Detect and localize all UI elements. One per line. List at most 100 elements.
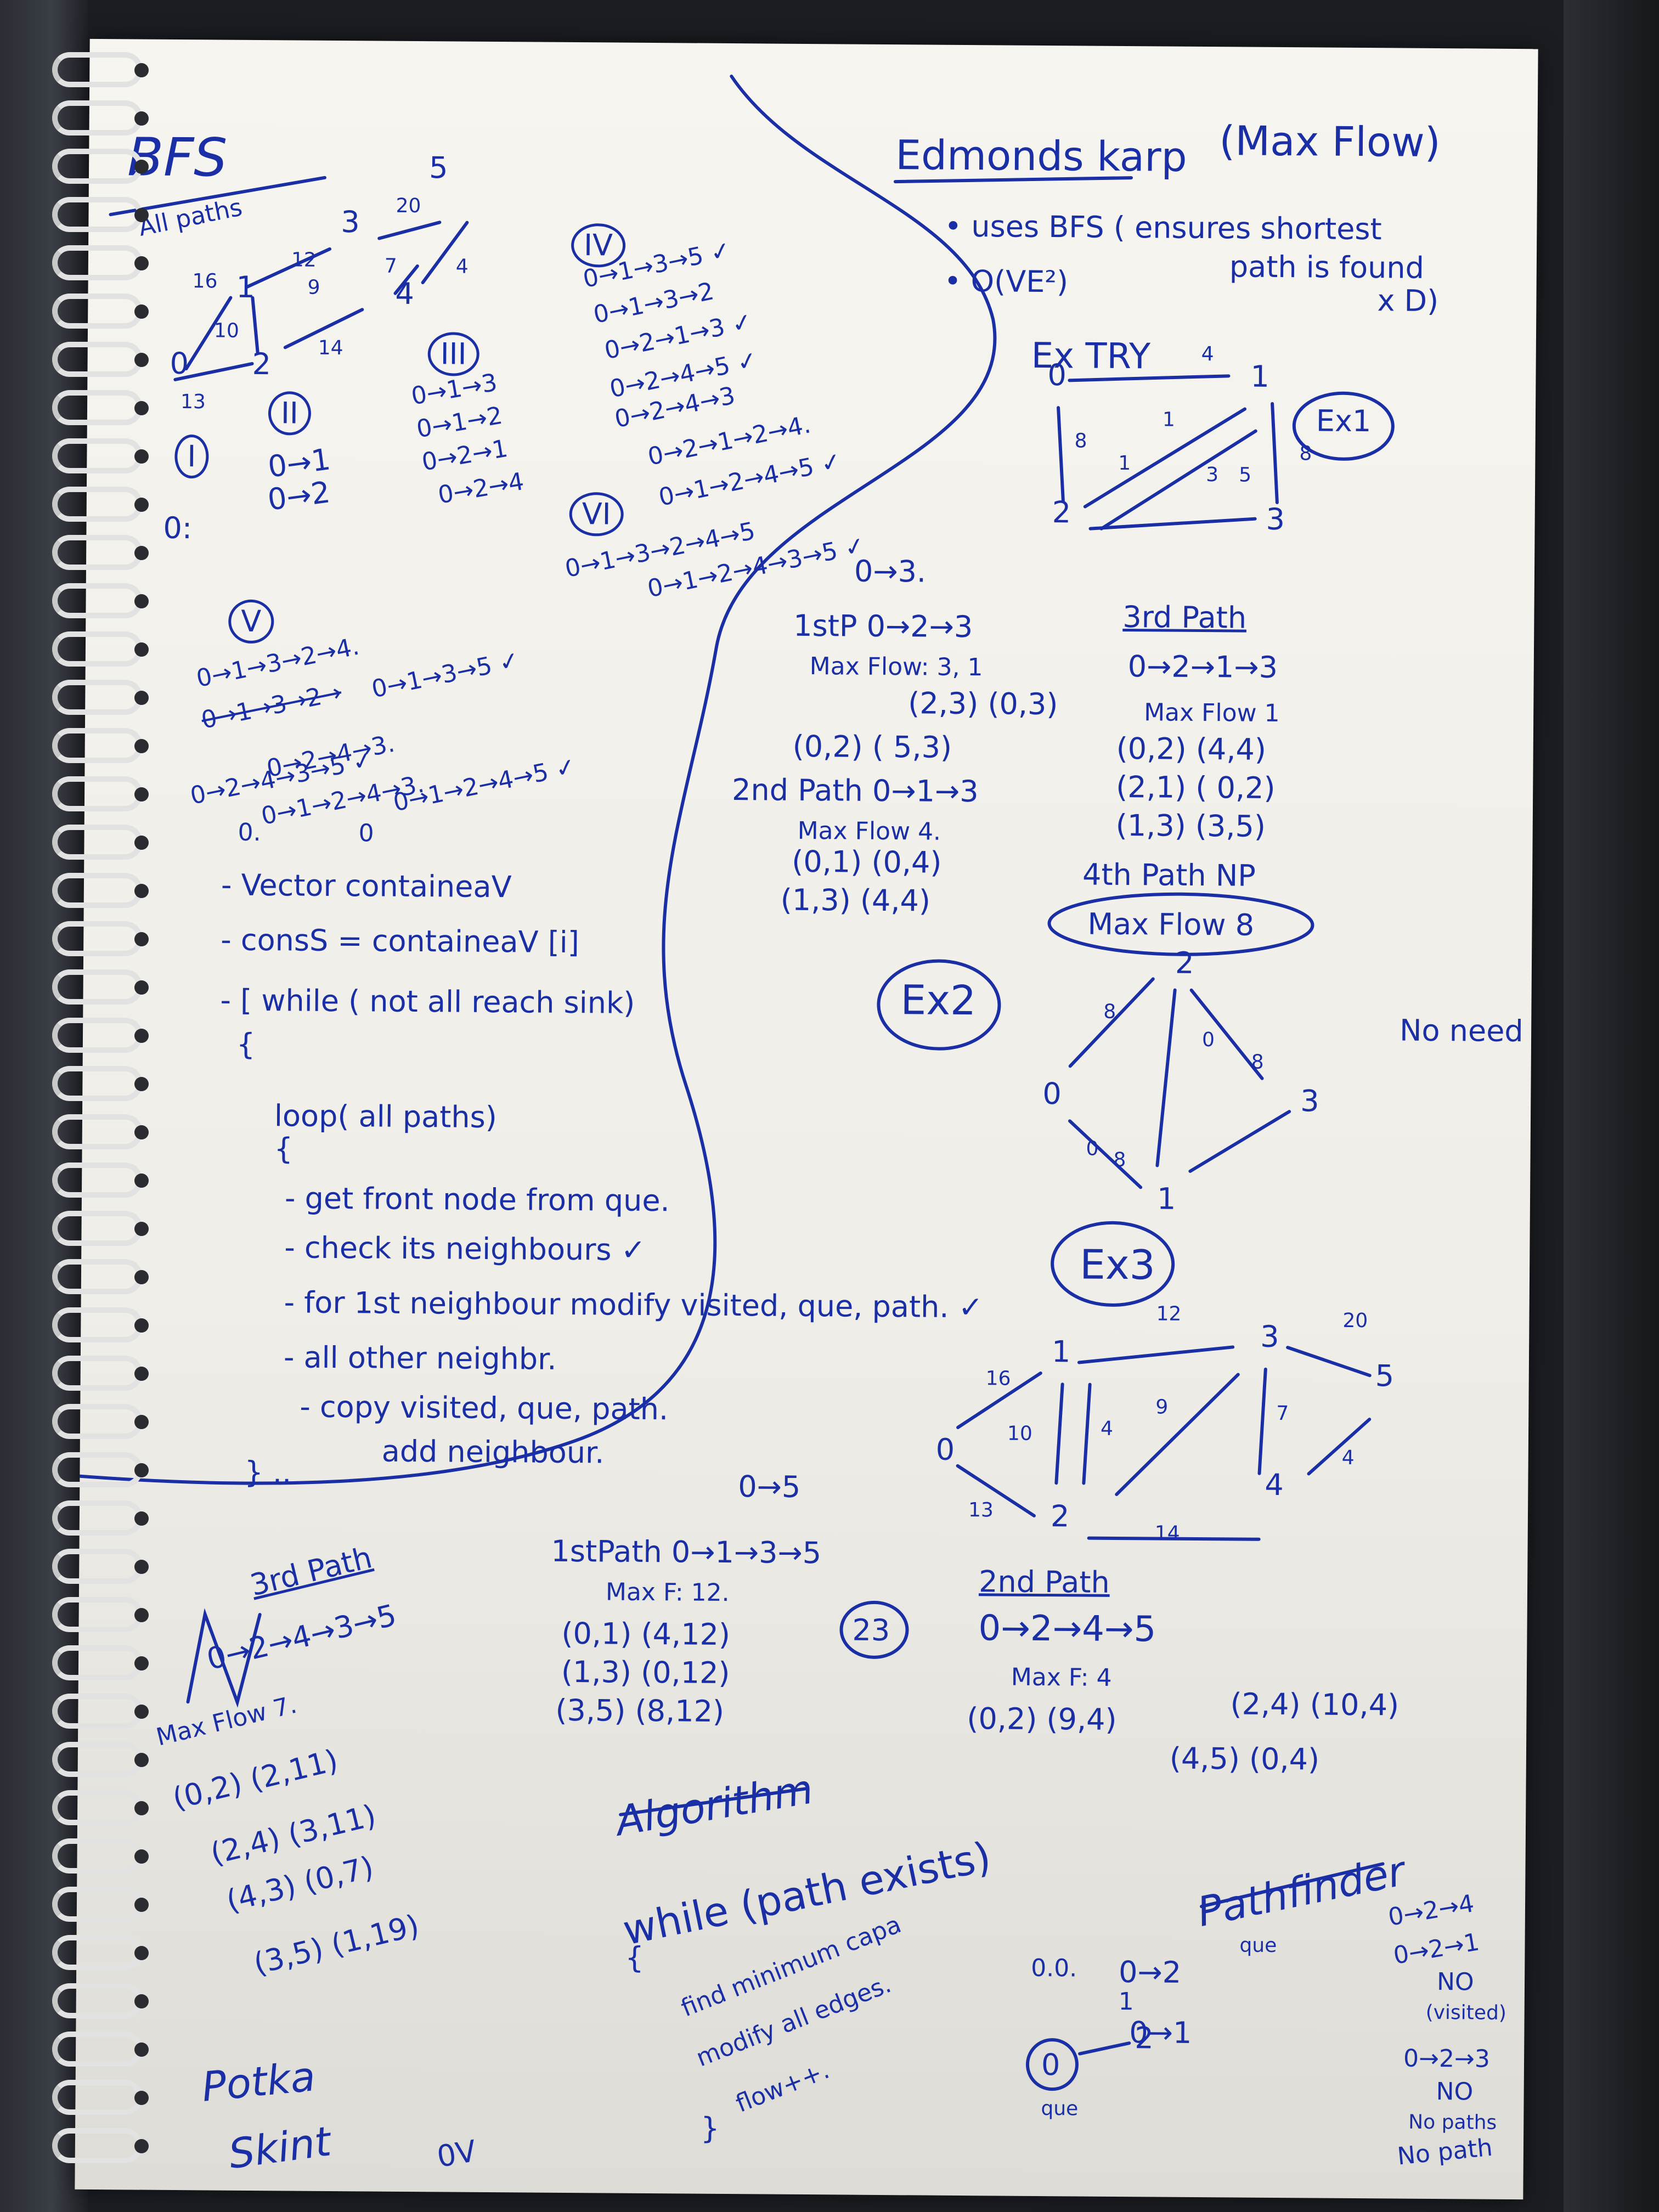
ex1-head: 0→3. bbox=[854, 554, 927, 589]
pf-line-3: NO bbox=[1436, 1968, 1474, 1996]
lg-w-10: 10 bbox=[213, 319, 239, 342]
p3-c: (1,3) (3,5) bbox=[1115, 808, 1266, 844]
ex3-w-9: 9 bbox=[1155, 1396, 1169, 1419]
binding-hole bbox=[134, 1029, 149, 1043]
lg-node-5: 5 bbox=[428, 150, 448, 185]
case-i-label: I bbox=[174, 434, 209, 479]
ex3-edge-2-1 bbox=[1082, 1383, 1092, 1485]
ex1-edge-1-2 bbox=[1099, 429, 1257, 531]
ex1-label: Ex1 bbox=[1316, 403, 1372, 439]
ex1-circle bbox=[1292, 391, 1395, 461]
ex3-w-13: 13 bbox=[968, 1499, 994, 1522]
spiral-ring bbox=[52, 1887, 143, 1922]
binding-hole bbox=[134, 449, 149, 464]
second-path-max: Max F: 4 bbox=[1011, 1663, 1112, 1692]
ex3-edge-0-2 bbox=[956, 1464, 1036, 1517]
spiral-ring bbox=[52, 1983, 143, 2018]
binding-hole bbox=[134, 498, 149, 512]
binding-hole bbox=[134, 208, 149, 222]
ex1-w-6: 8 bbox=[1299, 442, 1312, 465]
p2-max: Max Flow 4. bbox=[797, 816, 941, 846]
ex1-w-1: 8 bbox=[1074, 430, 1087, 453]
spiral-ring bbox=[52, 1500, 143, 1536]
binding-hole bbox=[134, 1898, 149, 1912]
first-c: (3,5) (8,12) bbox=[555, 1692, 725, 1729]
binding-hole bbox=[134, 2042, 149, 2057]
binding-hole bbox=[134, 1849, 149, 1864]
ex2-edge-1-3 bbox=[1188, 1110, 1291, 1173]
binding-hole bbox=[134, 2091, 149, 2105]
spiral-ring bbox=[52, 1597, 143, 1632]
spiral-ring bbox=[52, 776, 143, 811]
algo-line-3: - [ while ( not all reach sink) bbox=[220, 983, 635, 1020]
ex3-node-3: 3 bbox=[1260, 1319, 1279, 1355]
lg-w-20: 20 bbox=[396, 194, 421, 218]
ex3-w-16: 16 bbox=[985, 1367, 1011, 1390]
p1-a: (2,3) (0,3) bbox=[908, 686, 1058, 722]
edmonds-bullet-1c: x D) bbox=[1377, 283, 1439, 319]
ex2-label: Ex2 bbox=[900, 977, 977, 1025]
second-c: (4,5) (0,4) bbox=[1169, 1741, 1320, 1777]
lg-w-16: 16 bbox=[192, 270, 218, 293]
binding-hole bbox=[134, 1318, 149, 1333]
ex1-node-1: 1 bbox=[1250, 359, 1270, 394]
spiral-ring bbox=[52, 2128, 143, 2163]
p2-title: 2nd Path 0→1→3 bbox=[731, 772, 979, 809]
ex3-edge-1-3 bbox=[1077, 1345, 1235, 1364]
spiral-ring bbox=[52, 1549, 143, 1584]
pathfinder-underline bbox=[1199, 1862, 1385, 1909]
lg-edge-1-3 bbox=[245, 247, 332, 289]
lg-node-3: 3 bbox=[341, 205, 360, 240]
spiral-ring bbox=[52, 921, 143, 956]
ex1-w-2: 1 bbox=[1162, 408, 1175, 431]
ex3-node-1: 1 bbox=[1051, 1334, 1071, 1369]
edmonds-bullet-1: • uses BFS ( ensures shortest bbox=[944, 208, 1382, 247]
ex2-node-1: 1 bbox=[1156, 1181, 1176, 1216]
lg-node-1: 1 bbox=[236, 269, 256, 304]
algo-line-2: - consS = containeaV [i] bbox=[221, 922, 580, 960]
binding-hole bbox=[134, 256, 149, 270]
ex2-node-3: 3 bbox=[1300, 1084, 1319, 1119]
lg-w-4: 4 bbox=[455, 255, 469, 278]
lg-w-7: 7 bbox=[384, 255, 397, 278]
spiral-ring bbox=[52, 969, 143, 1005]
ex1-w-0: 4 bbox=[1201, 342, 1214, 366]
background-right bbox=[1564, 0, 1659, 2212]
p3-b: (2,1) ( 0,2) bbox=[1116, 769, 1276, 805]
ex3-w-4b: 4 bbox=[1341, 1446, 1355, 1469]
binding-hole bbox=[134, 353, 149, 367]
spiral-ring bbox=[52, 245, 143, 280]
alg-line-6: } bbox=[700, 2111, 720, 2146]
maxflow-circle bbox=[1047, 892, 1314, 956]
pf-node-2: 2 bbox=[1135, 2021, 1154, 2056]
binding-hole bbox=[134, 1705, 149, 1719]
pf-edge-0-2 bbox=[1078, 2041, 1131, 2056]
algo-line-4: { bbox=[236, 1026, 256, 1062]
spiral-ring bbox=[52, 1114, 143, 1149]
case-ii-label: II bbox=[268, 391, 312, 436]
spiral-ring bbox=[52, 728, 143, 763]
binding-hole bbox=[134, 1608, 149, 1622]
algo-line-5: loop( all paths) bbox=[274, 1098, 498, 1135]
ink-drawings bbox=[78, 74, 1395, 2091]
ex2-w-3: 8 bbox=[1113, 1148, 1126, 1172]
ex3-circle bbox=[1051, 1221, 1175, 1307]
algo-line-8: - check its neighbours ✓ bbox=[284, 1230, 646, 1267]
lg-edge-4-5 bbox=[421, 221, 469, 285]
algo-line-6: { bbox=[274, 1131, 294, 1166]
ex3-node-0: 0 bbox=[935, 1432, 955, 1467]
bfs-underline bbox=[109, 176, 326, 217]
binding-hole bbox=[134, 1511, 149, 1526]
first-path-max: Max F: 12. bbox=[605, 1578, 730, 1607]
ex2-w-0: 8 bbox=[1103, 1000, 1116, 1023]
ex2-edge-0-2 bbox=[1068, 977, 1155, 1068]
ex1-node-2: 2 bbox=[1052, 495, 1071, 530]
ex3-w-20: 20 bbox=[1342, 1309, 1368, 1333]
ex3-label: Ex3 bbox=[1079, 1241, 1156, 1289]
p3-max: Max Flow 1 bbox=[1144, 698, 1280, 728]
ex1-w-4: 3 bbox=[1206, 464, 1219, 487]
ex2-edge-2-1 bbox=[1155, 988, 1177, 1167]
ex3-edge-4-3 bbox=[1257, 1367, 1267, 1475]
ex2-w-4: 0 bbox=[1086, 1137, 1099, 1160]
edmonds-underline bbox=[893, 176, 1133, 184]
